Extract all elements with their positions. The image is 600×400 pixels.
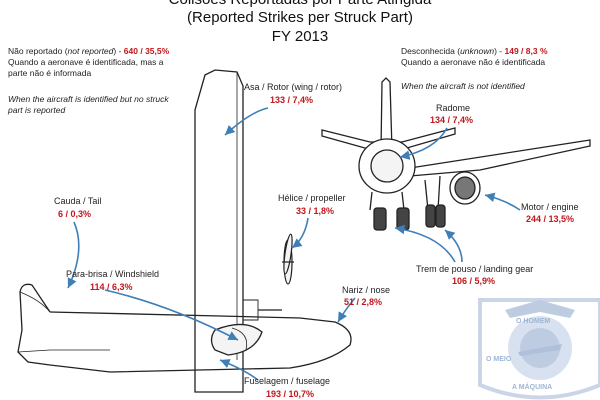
chart-title-line3: FY 2013: [271, 28, 329, 45]
not-reported-note: Não reportado (not reported) - 640 / 35,…: [8, 46, 169, 79]
landing-gear-value: 106 / 5,9%: [452, 276, 496, 286]
watermark-emblem: [478, 298, 600, 400]
arrow-engine: [484, 192, 521, 211]
front-view-aircraft: [321, 77, 591, 231]
arrow-propeller: [291, 217, 309, 249]
chart-title-line2: (Reported Strikes per Struck Part): [187, 9, 413, 26]
radome-label: Radome: [436, 103, 471, 113]
propeller-shape: [258, 233, 294, 311]
arrow-fuselage: [219, 359, 259, 381]
not-reported-en-line2: part is reported: [8, 105, 66, 115]
not-reported-value: 640 / 35,5%: [123, 46, 170, 56]
arrow-nose: [337, 297, 356, 323]
unknown-note: Desconhecida (unknown) - 149 / 8,3 % Qua…: [401, 46, 548, 68]
nose-value: 51 / 2,8%: [344, 297, 383, 307]
pointer-arrows: [67, 107, 521, 381]
propeller-label: Hélice / propeller: [278, 193, 346, 203]
not-reported-label: Não reportado (: [8, 46, 68, 56]
unknown-value: 149 / 8,3 %: [504, 46, 548, 56]
unknown-label-en: unknown: [460, 46, 495, 56]
tail-value: 6 / 0,3%: [58, 209, 92, 219]
not-reported-desc-line1: Quando a aeronave é identificada, mas a: [8, 57, 164, 67]
radome-value: 134 / 7,4%: [430, 115, 474, 125]
windshield-value: 114 / 6,3%: [90, 282, 133, 292]
wing-value: 133 / 7,4%: [270, 95, 314, 105]
propeller-value: 33 / 1,8%: [296, 206, 335, 216]
chart-title-line1: Colisões Reportadas por Parte Atingida: [0, 0, 600, 8]
arrow-tail: [67, 221, 80, 289]
engine-label: Motor / engine: [521, 202, 579, 212]
arrow-windshield: [104, 289, 239, 341]
unknown-note-en: When the aircraft is not identified: [401, 81, 525, 92]
fuselage-label: Fuselagem / fuselage: [244, 376, 331, 386]
wing-label: Asa / Rotor (wing / rotor): [244, 82, 343, 92]
not-reported-desc-line2: parte não é informada: [8, 68, 92, 78]
watermark-text-bottom: A MÁQUINA: [512, 384, 553, 391]
windshield-label: Para-brisa / Windshield: [66, 269, 160, 279]
nose-label: Nariz / nose: [342, 285, 391, 295]
not-reported-en-line1: When the aircraft is identified but no s…: [8, 94, 169, 104]
unknown-en-line1: When the aircraft is not identified: [401, 81, 525, 91]
not-reported-note-en: When the aircraft is identified but no s…: [8, 94, 169, 116]
unknown-desc-line1: Quando a aeronave não é identificada: [401, 57, 546, 67]
unknown-label-close: ) -: [494, 46, 503, 56]
fuselage-value: 193 / 10,7%: [266, 389, 315, 399]
arrow-landing-gear-2: [444, 229, 463, 263]
landing-gear-label: Trem de pouso / landing gear: [416, 264, 534, 274]
arrow-landing-gear-1: [394, 224, 456, 263]
unknown-label: Desconhecida (: [401, 46, 461, 56]
watermark-text-left: O MEIO: [486, 356, 512, 363]
watermark-text-top: O HOMEM: [516, 318, 551, 325]
tail-label: Cauda / Tail: [54, 196, 102, 206]
fuselage-shape: [17, 283, 352, 373]
arrow-radome: [399, 127, 448, 160]
not-reported-label-en: not reported: [67, 46, 114, 56]
engine-value: 244 / 13,5%: [526, 214, 575, 224]
not-reported-label-close: ) -: [113, 46, 122, 56]
arrow-wing: [224, 107, 269, 136]
